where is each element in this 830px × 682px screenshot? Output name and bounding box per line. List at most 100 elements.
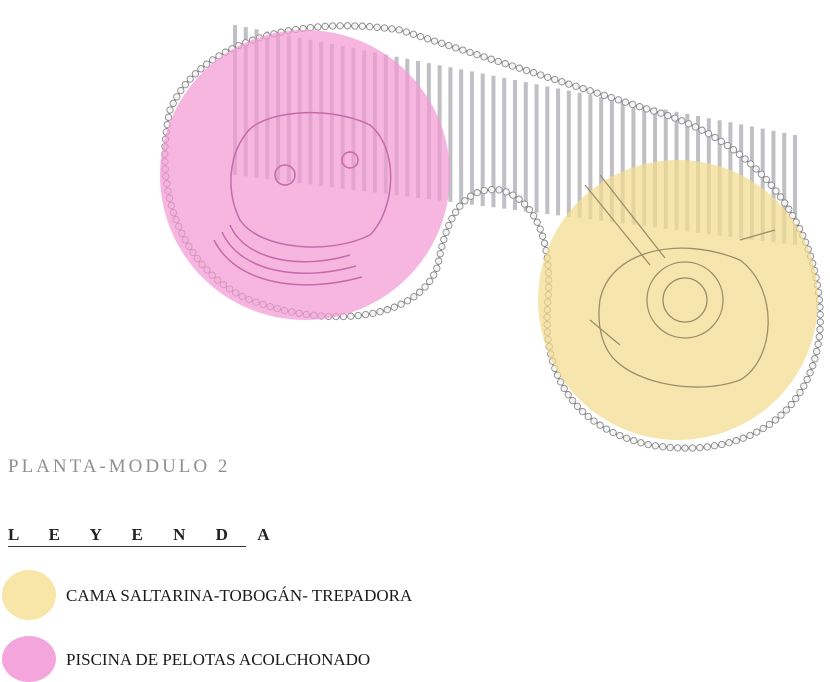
- railing-bead: [354, 311, 362, 320]
- railing-bead: [765, 420, 774, 429]
- railing-bead: [630, 437, 638, 445]
- railing-bead: [558, 78, 566, 86]
- railing-bead: [536, 225, 544, 233]
- railing-bead: [771, 416, 780, 424]
- railing-bead: [811, 355, 819, 363]
- railing-bead: [181, 81, 189, 89]
- railing-bead: [671, 114, 679, 122]
- railing-bead: [473, 189, 481, 197]
- railing-bead: [329, 22, 337, 30]
- railing-bead: [616, 431, 624, 440]
- railing-bead: [529, 69, 538, 77]
- railing-bead: [757, 170, 766, 178]
- railing-bead: [782, 406, 790, 414]
- railing-bead: [813, 347, 821, 356]
- railing-bead: [494, 57, 502, 66]
- railing-bead: [614, 96, 623, 104]
- railing-bead: [600, 91, 608, 100]
- railing-bead: [173, 93, 181, 101]
- railing-bead: [698, 126, 706, 134]
- railing-bead: [390, 303, 398, 311]
- legend-swatch-trampoline: [2, 570, 56, 620]
- railing-bead: [164, 113, 173, 121]
- railing-bead: [759, 424, 767, 433]
- railing-bead: [725, 439, 733, 447]
- railing-bead: [445, 221, 453, 230]
- support-posts-front: [158, 161, 801, 535]
- railing-bead: [729, 146, 738, 154]
- railing-bead: [746, 431, 754, 440]
- railing-bead: [314, 23, 322, 31]
- railing-bead: [659, 443, 667, 451]
- railing-bead: [306, 23, 315, 32]
- railing-bead: [480, 186, 488, 195]
- railing-bead: [438, 39, 446, 47]
- railing-bead: [343, 22, 352, 30]
- railing-bead: [466, 48, 474, 57]
- railing-bead: [426, 277, 434, 285]
- railing-bead: [436, 250, 444, 258]
- railing-bead: [456, 202, 464, 210]
- railing-bead: [621, 98, 630, 106]
- railing-bead: [651, 442, 660, 450]
- railing-bead: [421, 283, 429, 291]
- railing-bead: [197, 65, 205, 73]
- railing-bead: [739, 434, 747, 442]
- railing-bead: [533, 218, 541, 226]
- railing-bead: [347, 312, 355, 320]
- railing-bead: [351, 22, 359, 30]
- railing-bead: [644, 440, 652, 449]
- railing-bead: [718, 440, 726, 449]
- railing-bead: [397, 300, 405, 308]
- railing-bead: [502, 188, 510, 196]
- railing-bead: [416, 32, 425, 41]
- railing-bead: [809, 362, 817, 370]
- legend-swatch-ball-pit: [2, 636, 56, 682]
- railing-bead: [495, 186, 503, 194]
- railing-bead: [467, 192, 475, 200]
- railing-bead: [688, 444, 697, 452]
- railing-bead: [609, 428, 617, 437]
- railing-bead: [623, 434, 631, 442]
- railing-bead: [711, 133, 719, 142]
- railing-bead: [578, 407, 587, 416]
- railing-bead: [530, 212, 538, 220]
- railing-bead: [741, 155, 749, 163]
- railing-bead: [772, 187, 780, 195]
- railing-bead: [336, 22, 344, 30]
- railing-bead: [525, 206, 534, 214]
- railing-bead: [440, 235, 448, 244]
- railing-bead: [520, 200, 529, 208]
- railing-bead: [753, 428, 761, 436]
- railing-bead: [723, 141, 732, 150]
- railing-bead: [409, 30, 418, 38]
- railing-bead: [508, 62, 517, 70]
- railing-bead: [800, 382, 808, 390]
- railing-bead: [691, 123, 700, 131]
- railing-bead: [515, 64, 524, 72]
- ball-pit-structure: [213, 111, 392, 286]
- railing-bead: [732, 437, 740, 445]
- railing-bead: [509, 191, 517, 199]
- railing-bead: [361, 310, 370, 319]
- railing-bead: [673, 444, 682, 452]
- legend-label-ball-pit: PISCINA DE PELOTAS ACOLCHONADO: [66, 650, 371, 669]
- railing-bead: [177, 86, 185, 95]
- railing-bead: [767, 181, 775, 189]
- railing-bead: [538, 232, 547, 240]
- railing-bead: [376, 308, 384, 316]
- railing-bead: [596, 421, 604, 429]
- railing-bead: [710, 442, 719, 450]
- railing-bead: [416, 288, 424, 296]
- railing-bead: [395, 26, 403, 34]
- railing-bead: [573, 402, 582, 410]
- railing-bead: [459, 46, 467, 54]
- railing-bead: [488, 185, 496, 194]
- railing-bead: [452, 44, 460, 52]
- railing-bead: [565, 80, 573, 88]
- railing-bead: [556, 378, 565, 386]
- railing-bead: [593, 89, 601, 97]
- railing-bead: [433, 264, 441, 272]
- legend-underline: [8, 546, 246, 547]
- railing-bead: [515, 195, 523, 203]
